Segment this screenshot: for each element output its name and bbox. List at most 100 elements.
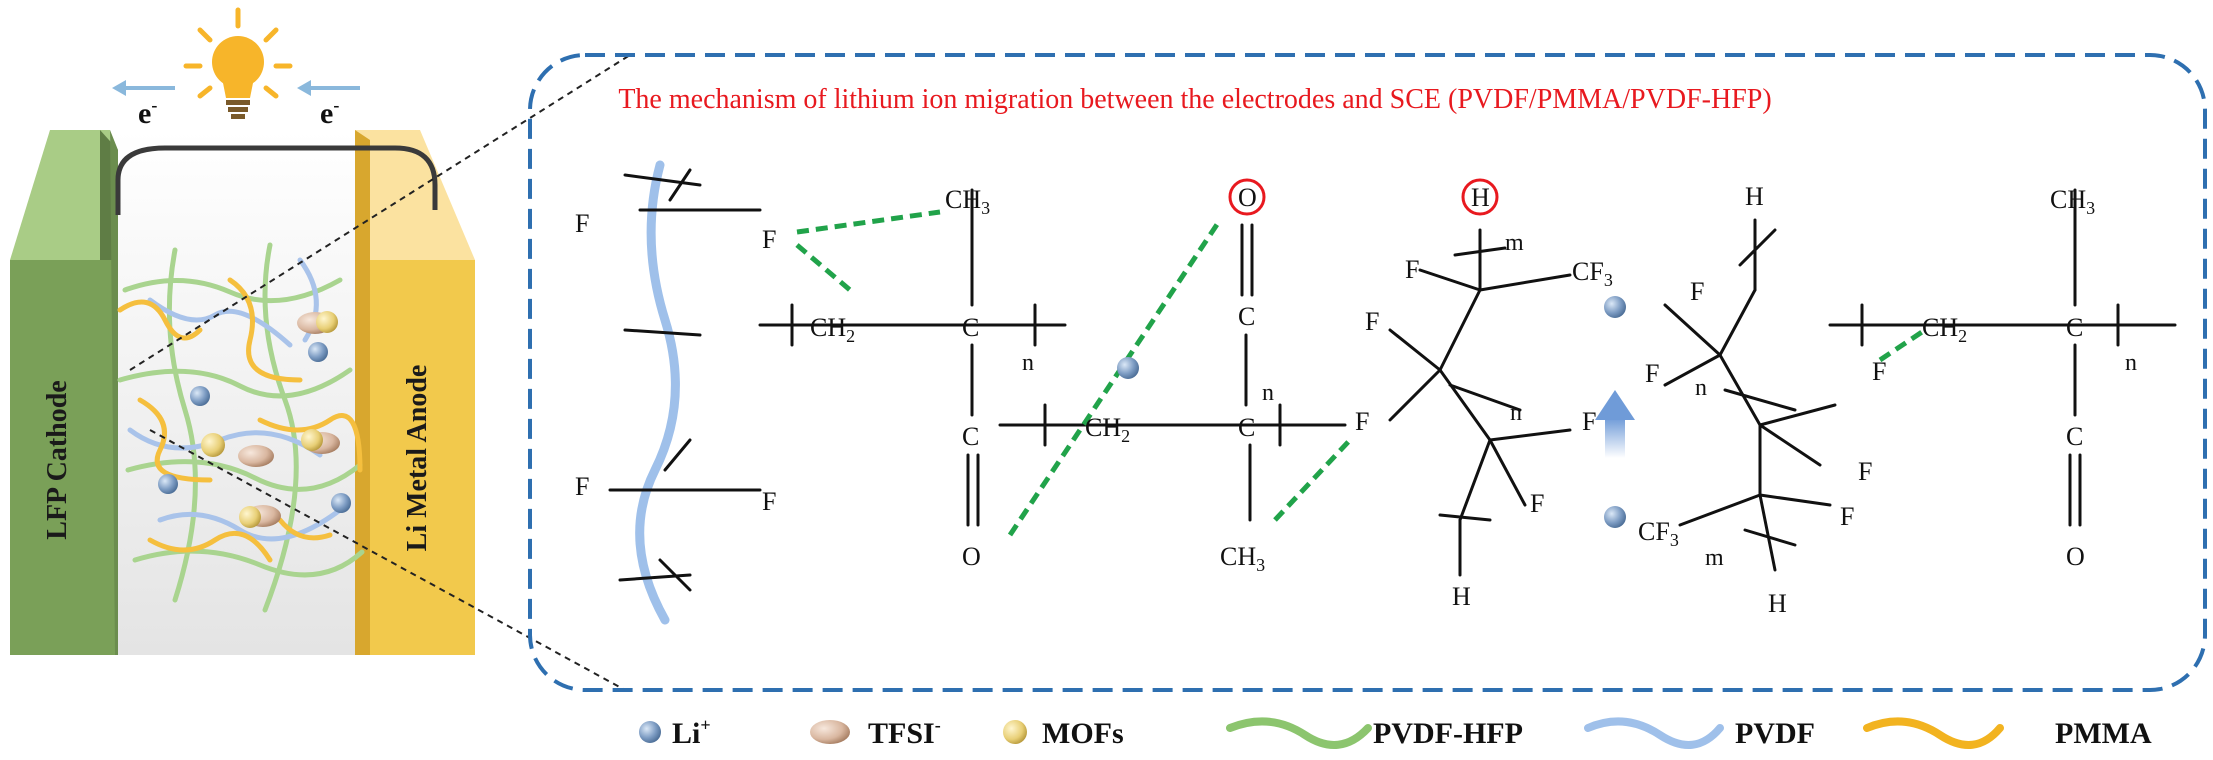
pvdf-hfp-chain bbox=[166, 247, 198, 603]
group-sub: 3 bbox=[1256, 555, 1265, 575]
legend-mofs-swatch bbox=[1003, 720, 1027, 744]
mof-particle bbox=[239, 506, 261, 528]
atom-label: C bbox=[962, 422, 979, 451]
atom-label: F bbox=[575, 209, 589, 238]
li-ion bbox=[1604, 296, 1626, 318]
atom-label: F bbox=[1530, 489, 1544, 518]
pvdf-backbone-ribbon bbox=[635, 160, 680, 625]
external-circuit-wire bbox=[115, 145, 438, 215]
svg-text:TFSI-: TFSI- bbox=[868, 715, 941, 750]
atom-label: F bbox=[1405, 255, 1419, 284]
atom-label: O bbox=[2066, 542, 2085, 571]
pmma-chain bbox=[147, 530, 273, 563]
mof-particle bbox=[316, 311, 338, 333]
svg-text:CH3: CH3 bbox=[2050, 185, 2095, 218]
zoom-guide-bottom bbox=[149, 429, 626, 691]
group-sub: 3 bbox=[2086, 198, 2095, 218]
legend-pmma-label: PMMA bbox=[2055, 717, 2152, 750]
repeat-index: n bbox=[1695, 375, 1707, 401]
legend-pvdf-hfp-swatch bbox=[1226, 717, 1372, 749]
atom-label: F bbox=[1645, 359, 1659, 388]
repeat-index: n bbox=[1022, 350, 1034, 376]
repeat-index: n bbox=[1510, 400, 1522, 426]
pmma-chain bbox=[277, 517, 333, 541]
anode-top-face bbox=[355, 130, 475, 260]
svg-text:CF3: CF3 bbox=[1572, 257, 1613, 290]
atom-label: C bbox=[962, 313, 979, 342]
light-bulb-icon bbox=[183, 7, 293, 119]
cathode-top-face bbox=[10, 130, 110, 260]
atom-label: H bbox=[1745, 182, 1764, 211]
electron-arrow-right bbox=[297, 80, 360, 96]
anode-side-face bbox=[355, 130, 370, 655]
legend-tfsi-label: TFSI bbox=[868, 717, 935, 750]
atom-label: F bbox=[1365, 307, 1379, 336]
legend-pmma-swatch bbox=[1863, 717, 2004, 749]
svg-text:CH2: CH2 bbox=[1085, 413, 1130, 446]
pvdf-hfp-chain bbox=[122, 277, 343, 304]
legend-pvdf-label: PVDF bbox=[1735, 717, 1815, 750]
svg-text:CH3: CH3 bbox=[945, 185, 990, 218]
cathode-inner-face bbox=[110, 130, 118, 655]
li-ion bbox=[1117, 357, 1139, 379]
molecular-structures bbox=[608, 160, 2177, 625]
pvdf-chain bbox=[157, 507, 343, 542]
mof-particle bbox=[201, 433, 225, 457]
legend-tfsi-sup: - bbox=[935, 715, 941, 735]
pvdf-chain bbox=[147, 297, 293, 348]
group-label: CH bbox=[2050, 185, 2086, 214]
svg-text:e-: e- bbox=[320, 95, 339, 130]
atom-label: F bbox=[1858, 457, 1872, 486]
pmma-chain bbox=[257, 413, 363, 473]
li-ion bbox=[308, 342, 328, 362]
pmma-chain bbox=[117, 299, 203, 341]
group-sub: 2 bbox=[1121, 426, 1130, 446]
svg-text:CH2: CH2 bbox=[1922, 313, 1967, 346]
atom-label: C bbox=[1238, 302, 1255, 331]
atom-label: O bbox=[1238, 183, 1257, 212]
legend-mofs-label: MOFs bbox=[1042, 717, 1124, 750]
group-label: CH bbox=[1922, 313, 1958, 342]
repeat-index: n bbox=[2125, 350, 2137, 376]
svg-text:CH2: CH2 bbox=[810, 313, 855, 346]
electrolyte-region bbox=[110, 130, 380, 655]
atom-label: F bbox=[762, 225, 776, 254]
oxygen-highlight-circle bbox=[1228, 178, 1266, 216]
atom-label: C bbox=[2066, 313, 2083, 342]
atom-label: F bbox=[575, 472, 589, 501]
li-ion bbox=[1604, 506, 1626, 528]
migration-arrow-icon bbox=[1595, 390, 1635, 458]
group-label: CH bbox=[1085, 413, 1121, 442]
electron-label-right: e bbox=[320, 97, 333, 130]
battery-schematic: e- e- LFP Cathode Li Metal Anode bbox=[10, 7, 475, 655]
cathode-front-face bbox=[10, 260, 115, 655]
electron-sup-right: - bbox=[333, 95, 339, 115]
legend-li-label: Li bbox=[672, 717, 700, 750]
hydrogen-highlight-circle bbox=[1461, 178, 1499, 216]
pvdf-hfp-chain bbox=[132, 548, 365, 578]
svg-text:CH3: CH3 bbox=[1220, 542, 1265, 575]
legend-li-sup: + bbox=[700, 715, 710, 735]
group-sub: 2 bbox=[846, 326, 855, 346]
mof-particle bbox=[301, 429, 323, 451]
legend: Li+ TFSI- MOFs PVDF-HFP PVDF PMMA bbox=[639, 715, 2152, 750]
atom-label: H bbox=[1452, 582, 1471, 611]
legend-li-swatch bbox=[639, 721, 661, 743]
tfsi-anion bbox=[238, 445, 274, 467]
anode-label: Li Metal Anode bbox=[402, 365, 433, 552]
repeat-index: m bbox=[1705, 545, 1724, 571]
atom-label: C bbox=[1238, 413, 1255, 442]
svg-text:e-: e- bbox=[138, 95, 157, 130]
atom-label: F bbox=[1690, 277, 1704, 306]
atom-label: O bbox=[962, 542, 981, 571]
particles bbox=[158, 311, 351, 528]
atom-label: F bbox=[1840, 502, 1854, 531]
atom-label: F bbox=[762, 487, 776, 516]
li-ion bbox=[331, 493, 351, 513]
pmma-chain bbox=[137, 397, 213, 483]
atom-label: F bbox=[1582, 407, 1596, 436]
atom-label: F bbox=[1872, 357, 1886, 386]
mechanism-title: The mechanism of lithium ion migration b… bbox=[618, 84, 1771, 115]
electron-sup-left: - bbox=[151, 95, 157, 115]
atom-label: F bbox=[1355, 407, 1369, 436]
